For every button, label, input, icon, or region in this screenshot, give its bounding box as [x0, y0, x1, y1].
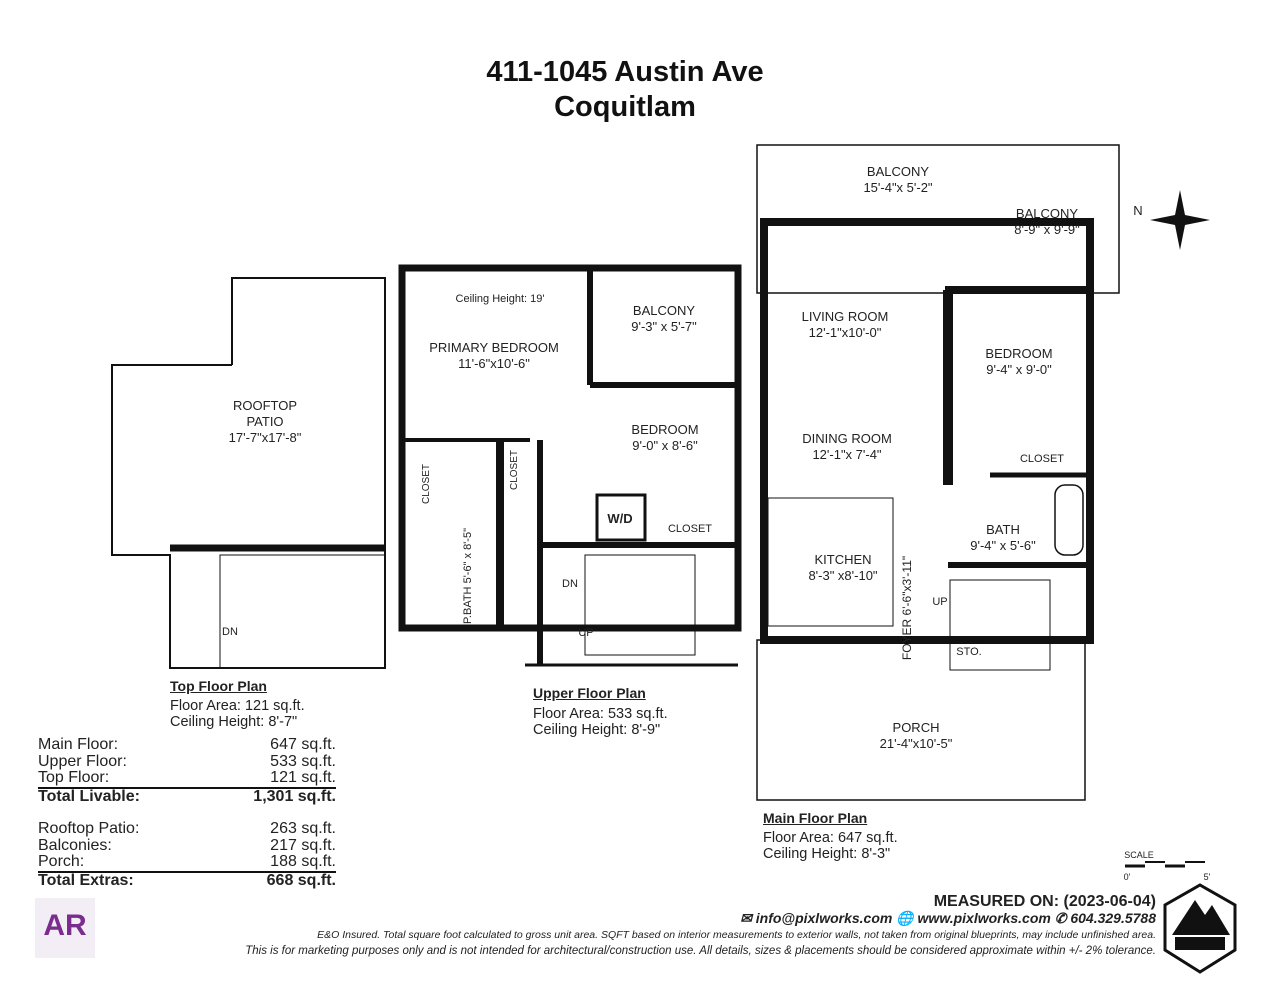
foyer-label: FOYER 6'-6"x3'-11" [900, 555, 914, 661]
phone-number: 604.329.5788 [1070, 910, 1156, 926]
top-floor-heading: Top Floor Plan [170, 678, 267, 694]
rooftop-patio-outline [111, 277, 386, 669]
closet-label: CLOSET [1019, 453, 1065, 465]
contact-line: ✉ info@pixlworks.com 🌐 www.pixlworks.com… [740, 910, 1156, 927]
scale-bar [1125, 861, 1205, 868]
disclaimer-2: This is for marketing purposes only and … [245, 945, 1156, 957]
top-stair [219, 554, 386, 669]
scale-label: SCALE [1124, 850, 1154, 860]
ceiling-note: Ceiling Height: 19' [455, 293, 545, 305]
compass-icon [1150, 190, 1210, 250]
closet-label: CLOSET [509, 449, 520, 491]
washer-dryer-label: W/D [607, 511, 633, 526]
pixlworks-logo [1163, 883, 1237, 974]
area-summary: Main Floor:647 sq.ft. Upper Floor:533 sq… [38, 736, 336, 889]
closet-label: CLOSET [421, 463, 432, 505]
main-floor-heading: Main Floor Plan [763, 810, 868, 826]
closet-label: CLOSET [667, 523, 713, 535]
address-title: 411-1045 Austin Ave [486, 56, 764, 88]
measured-date: MEASURED ON: (2023-06-04) [933, 893, 1156, 910]
disclaimer-1: E&O Insured. Total square foot calculate… [317, 929, 1156, 941]
scale-max: 5' [1203, 872, 1211, 882]
top-dn-label: DN [222, 626, 238, 638]
scale-min: 0' [1123, 872, 1131, 882]
upper-stair [584, 554, 696, 656]
website-link[interactable]: www.pixlworks.com [917, 910, 1051, 926]
city-title: Coquitlam [554, 91, 696, 123]
porch-outline [756, 639, 1086, 801]
upper-floor-info: Floor Area: 533 sq.ft.Ceiling Height: 8'… [533, 706, 668, 738]
main-floor-info: Floor Area: 647 sq.ft.Ceiling Height: 8'… [763, 830, 898, 862]
email-link[interactable]: info@pixlworks.com [755, 910, 893, 926]
globe-icon: 🌐 [896, 910, 914, 926]
svg-text:AR: AR [43, 909, 87, 942]
main-stair [949, 579, 1051, 671]
all-the-rage-logo: AR [35, 898, 95, 958]
main-up-label: UP [932, 596, 948, 608]
north-label: N [1133, 203, 1143, 218]
top-floor-info: Floor Area: 121 sq.ft.Ceiling Height: 8'… [170, 698, 305, 730]
storage-label: STO. [956, 646, 982, 658]
upper-floor-outline [398, 264, 742, 632]
phone-icon: ✆ [1054, 910, 1067, 926]
upper-up-label: UP [578, 627, 594, 639]
upper-floor-heading: Upper Floor Plan [533, 685, 646, 701]
upper-dn-label: DN [562, 578, 578, 590]
balcony-outline [756, 144, 1120, 294]
pbath-label: P.BATH 5'-6" x 8'-5" [462, 528, 474, 624]
email-icon: ✉ [740, 910, 752, 926]
